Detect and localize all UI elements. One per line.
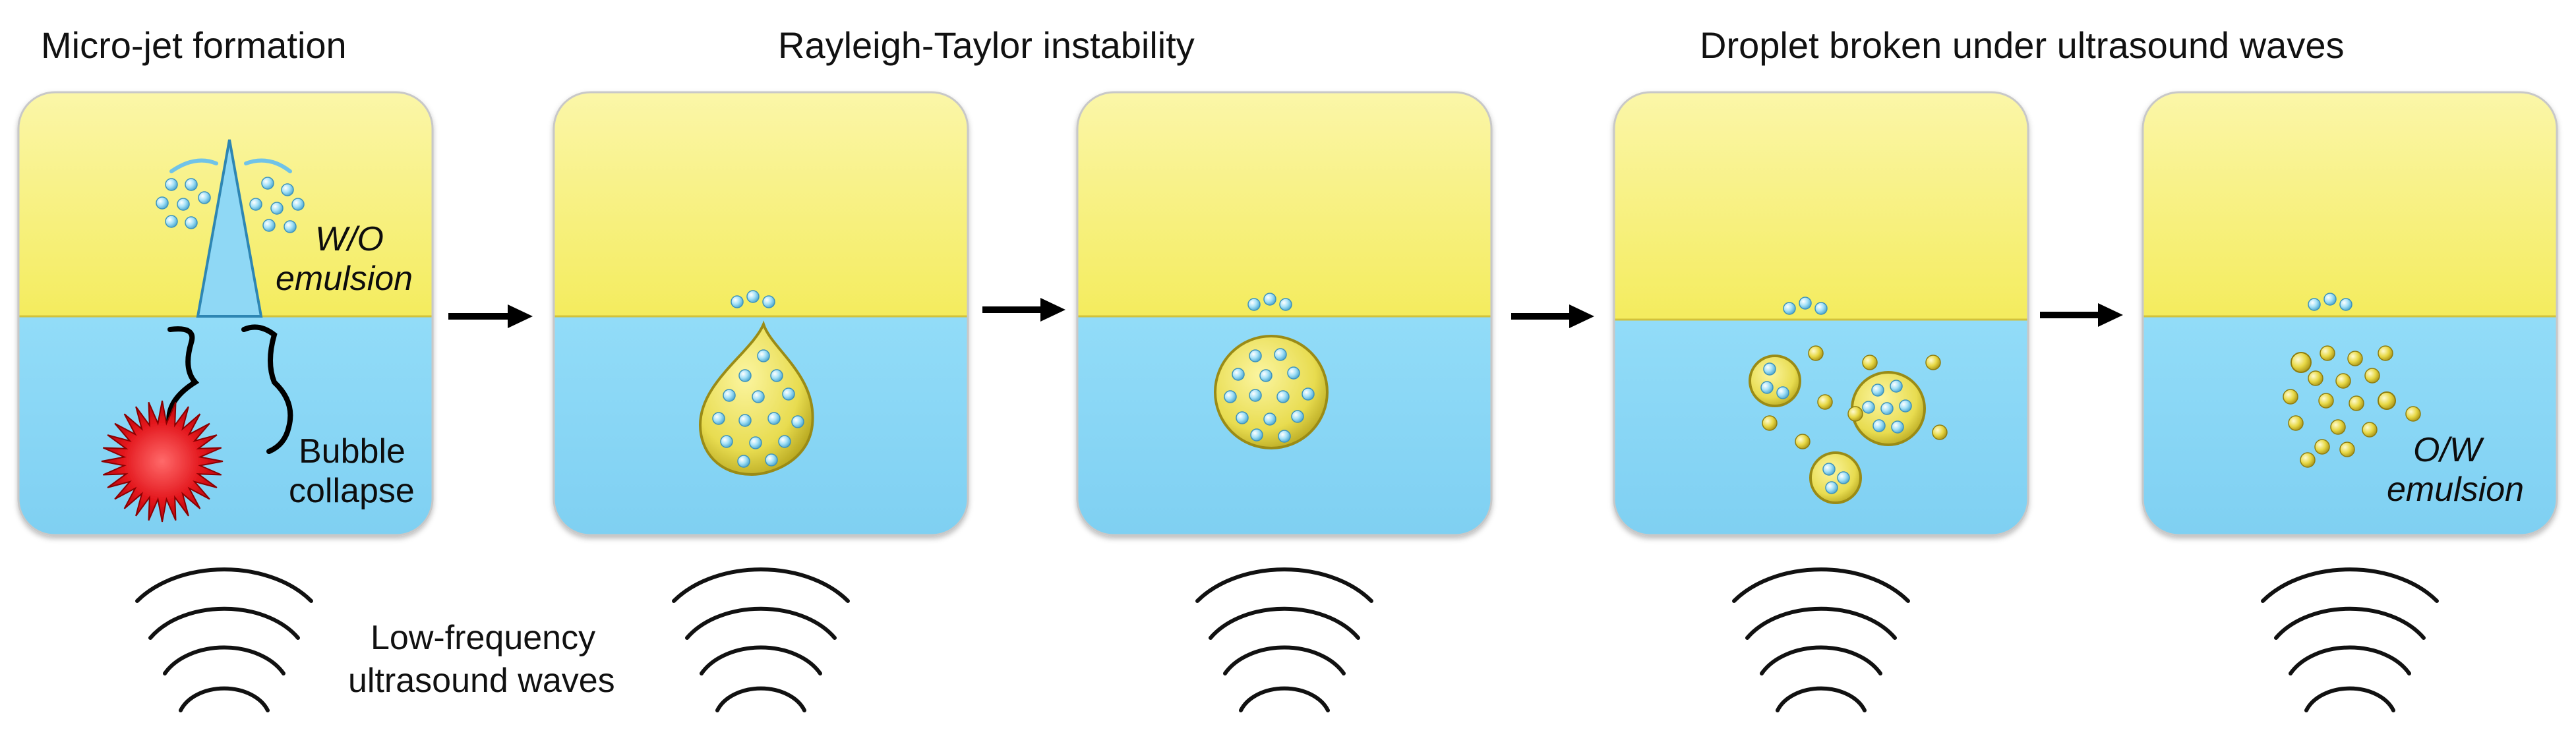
panel-teardrop-droplet — [553, 91, 969, 536]
flow-arrow-3 — [1511, 304, 1594, 328]
panel-droplet-breakup — [1613, 91, 2029, 536]
flow-arrow-2 — [982, 298, 1065, 322]
bubble-label-line2: collapse — [289, 472, 415, 510]
ultrasound-label-line2: ultrasound waves — [348, 662, 615, 700]
ow-emulsion-line1: O/W — [2413, 431, 2485, 469]
ultrasound-wave-icon — [1195, 567, 1373, 712]
stage-title-rayleigh-taylor: Rayleigh-Taylor instability — [778, 24, 1195, 66]
panel-micro-jet: Bubble collapse W/O emulsion — [17, 91, 434, 536]
ow-emulsion-line2: emulsion — [2387, 471, 2524, 509]
micro-jet — [196, 139, 263, 318]
ultrasound-wave-icon — [2261, 567, 2439, 712]
stage-title-droplet-broken: Droplet broken under ultrasound waves — [1700, 24, 2344, 66]
flow-arrow-1 — [448, 304, 533, 328]
wo-emulsion-line1: W/O — [315, 220, 384, 258]
flow-arrow-4 — [2040, 303, 2123, 327]
ultrasound-wave-icon — [135, 567, 313, 712]
wo-emulsion-line2: emulsion — [276, 260, 413, 298]
ultrasound-wave-icon — [672, 567, 850, 712]
bubble-label-line1: Bubble — [299, 432, 405, 471]
panel-ow-emulsion: O/W emulsion — [2142, 91, 2558, 536]
collapsing-bubble-icon — [101, 400, 224, 523]
ultrasound-wave-icon — [1732, 567, 1910, 712]
ultrasound-label-line1: Low-frequency — [371, 619, 595, 657]
stage-title-micro-jet: Micro-jet formation — [41, 24, 347, 66]
bubble-star-shape — [101, 400, 224, 523]
panel-round-droplet — [1076, 91, 1493, 536]
water-phase — [18, 316, 433, 535]
